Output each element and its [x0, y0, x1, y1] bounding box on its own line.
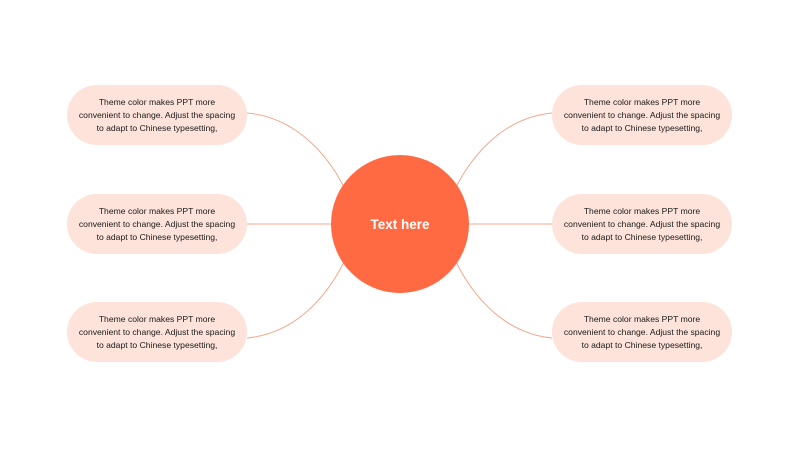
- branch-right-bottom: Theme color makes PPT more convenient to…: [552, 302, 732, 362]
- branch-right-bottom-text: Theme color makes PPT more convenient to…: [563, 313, 721, 350]
- branch-left-middle-text: Theme color makes PPT more convenient to…: [78, 205, 236, 242]
- branch-right-top-text: Theme color makes PPT more convenient to…: [563, 96, 721, 133]
- connector-right-bottom: [455, 261, 553, 339]
- branch-left-top: Theme color makes PPT more convenient to…: [67, 85, 247, 145]
- branch-right-middle-text: Theme color makes PPT more convenient to…: [563, 205, 721, 242]
- branch-left-bottom: Theme color makes PPT more convenient to…: [67, 302, 247, 362]
- branch-left-bottom-text: Theme color makes PPT more convenient to…: [78, 313, 236, 350]
- branch-right-top: Theme color makes PPT more convenient to…: [552, 85, 732, 145]
- connector-right-top: [455, 112, 553, 188]
- branch-right-middle: Theme color makes PPT more convenient to…: [552, 194, 732, 254]
- connector-left-top: [246, 112, 345, 188]
- connector-left-bottom: [246, 261, 345, 339]
- branch-left-middle: Theme color makes PPT more convenient to…: [67, 194, 247, 254]
- center-node-label: Text here: [370, 216, 430, 232]
- center-node: Text here: [331, 155, 469, 293]
- branch-left-top-text: Theme color makes PPT more convenient to…: [78, 96, 236, 133]
